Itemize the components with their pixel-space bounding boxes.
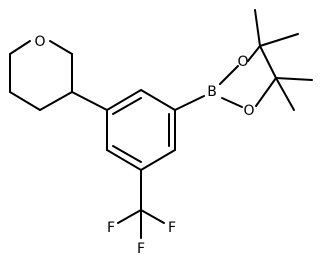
bond — [254, 9, 261, 47]
atom-fluorine-bottom: F — [137, 241, 145, 257]
atom-oxygen-pyran: O — [34, 34, 45, 50]
bond — [140, 209, 165, 224]
atom-fluorine-left: F — [107, 220, 115, 236]
bond — [9, 40, 31, 55]
bond — [275, 77, 313, 81]
bond — [259, 33, 299, 47]
bond — [247, 45, 261, 62]
bond — [39, 91, 73, 111]
bond — [106, 89, 142, 111]
atom-fluorine-right: F — [168, 220, 176, 236]
bond — [106, 149, 142, 171]
bond — [112, 145, 142, 163]
atom-labels: O B O O F F F — [34, 34, 254, 257]
bond — [221, 97, 243, 108]
bond — [71, 91, 108, 111]
atom-oxygen-upper: O — [237, 54, 248, 70]
atom-boron: B — [207, 84, 217, 100]
bond — [117, 209, 142, 224]
bond — [140, 149, 176, 171]
bond — [49, 40, 73, 55]
bond — [275, 77, 295, 111]
bond — [140, 89, 176, 111]
bond-lines — [9, 9, 313, 239]
bond — [9, 91, 41, 111]
bond — [259, 45, 277, 79]
atom-oxygen-lower: O — [243, 103, 254, 119]
bond — [255, 77, 277, 107]
bond — [112, 97, 142, 115]
bond — [174, 95, 205, 111]
bond — [219, 65, 239, 85]
